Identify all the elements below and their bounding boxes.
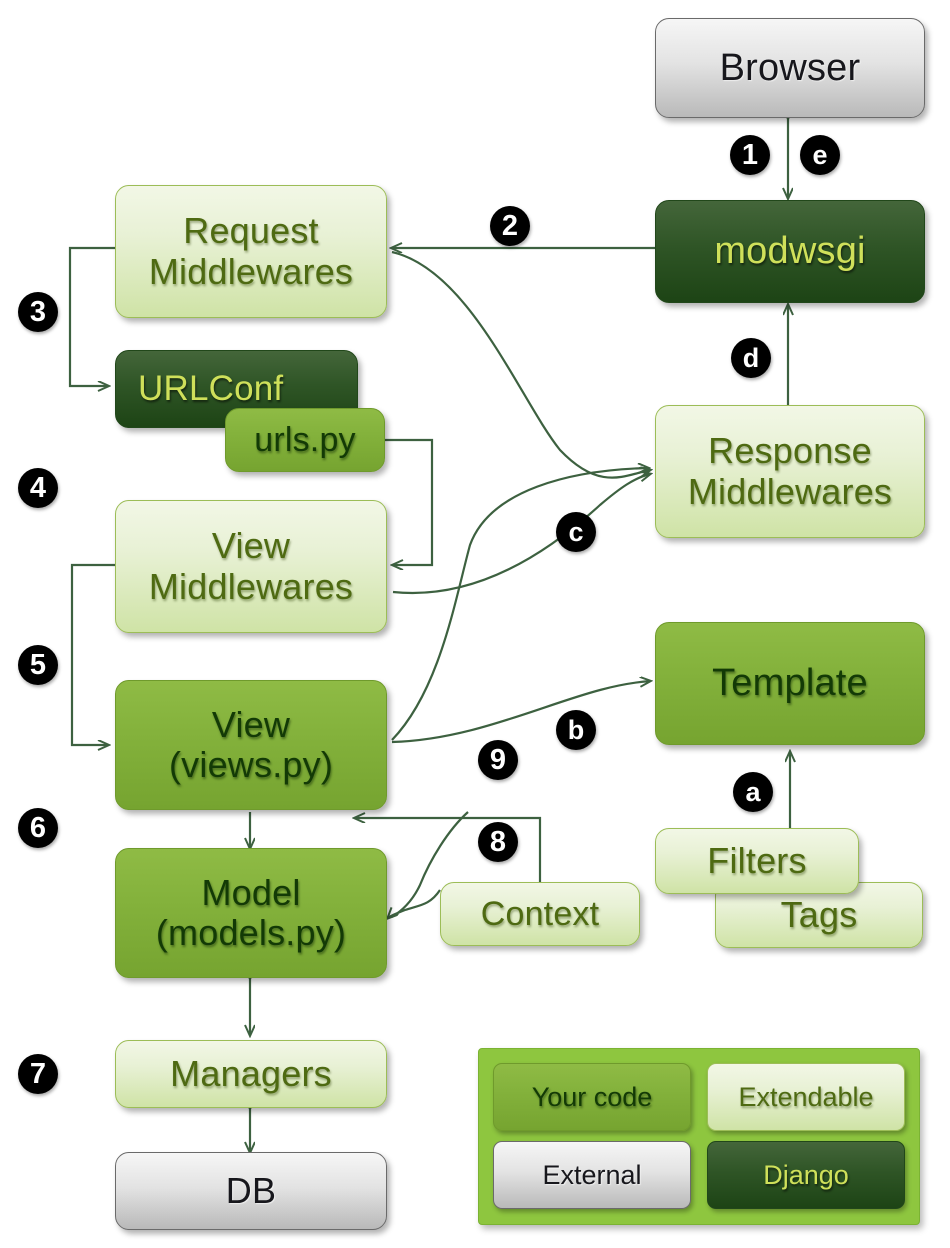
node-managers-label: Managers bbox=[170, 1052, 332, 1094]
connector-urlspy-view-middlewares bbox=[385, 438, 434, 565]
node-browser[interactable]: Browser bbox=[655, 18, 925, 118]
node-tags-label: Tags bbox=[780, 893, 858, 935]
legend-panel: Your code Extendable External Django bbox=[478, 1048, 920, 1225]
marker-9: 9 bbox=[478, 740, 518, 780]
connector-request-to-response-middlewares bbox=[391, 250, 650, 479]
node-modwsgi-label: modwsgi bbox=[714, 230, 866, 273]
node-response-middlewares-label-line2: Middlewares bbox=[687, 470, 893, 512]
marker-d-label: d bbox=[742, 342, 760, 373]
marker-b: b bbox=[556, 710, 596, 750]
node-template[interactable]: Template bbox=[655, 622, 925, 745]
node-db-label: DB bbox=[225, 1169, 277, 1211]
marker-a: a bbox=[733, 772, 773, 812]
marker-7-label: 7 bbox=[29, 1057, 47, 1090]
marker-1-label: 1 bbox=[741, 138, 759, 171]
legend-external[interactable]: External bbox=[493, 1141, 691, 1209]
connector-view-response-middlewares bbox=[391, 468, 648, 741]
legend-your-code[interactable]: Your code bbox=[493, 1063, 691, 1131]
node-model[interactable]: Model (models.py) bbox=[115, 848, 387, 978]
node-response-middlewares[interactable]: Response Middlewares bbox=[655, 405, 925, 538]
marker-2: 2 bbox=[490, 206, 530, 246]
node-view-middlewares[interactable]: View Middlewares bbox=[115, 500, 387, 633]
marker-b-label: b bbox=[567, 714, 585, 745]
node-managers[interactable]: Managers bbox=[115, 1040, 387, 1108]
marker-5-label: 5 bbox=[29, 648, 47, 681]
node-filters-label: Filters bbox=[707, 839, 807, 881]
connector-request-middlewares-urlconf bbox=[68, 246, 115, 386]
connector-context-view bbox=[355, 818, 542, 882]
legend-extendable[interactable]: Extendable bbox=[707, 1063, 905, 1131]
node-browser-label: Browser bbox=[719, 46, 861, 89]
marker-c-label: c bbox=[568, 516, 584, 547]
marker-a-label: a bbox=[745, 776, 761, 807]
node-view-label-line2: (views.py) bbox=[168, 744, 334, 785]
connector-context-model bbox=[388, 889, 441, 918]
node-response-middlewares-label-line1: Response bbox=[708, 430, 872, 472]
node-template-label: Template bbox=[712, 662, 868, 705]
connector-view-middlewares-view bbox=[70, 563, 115, 745]
marker-3-label: 3 bbox=[29, 295, 47, 328]
node-view-middlewares-label-line1: View bbox=[211, 525, 291, 567]
marker-7: 7 bbox=[18, 1054, 58, 1094]
node-urlconf-label: URLConf bbox=[138, 369, 284, 409]
legend-django-label: Django bbox=[763, 1159, 849, 1190]
connector-view-template bbox=[391, 681, 650, 744]
marker-e-label: e bbox=[812, 139, 828, 170]
marker-9-label: 9 bbox=[489, 743, 507, 776]
legend-your-code-label: Your code bbox=[531, 1081, 653, 1112]
legend-external-label: External bbox=[542, 1159, 642, 1190]
marker-8-label: 8 bbox=[489, 825, 507, 858]
legend-django[interactable]: Django bbox=[707, 1141, 905, 1209]
marker-6: 6 bbox=[18, 808, 58, 848]
marker-2-label: 2 bbox=[501, 209, 519, 242]
marker-c: c bbox=[556, 512, 596, 552]
marker-6-label: 6 bbox=[29, 811, 47, 844]
node-urls-py-label: urls.py bbox=[254, 420, 356, 459]
marker-1: 1 bbox=[730, 135, 770, 175]
node-model-label-line2: (models.py) bbox=[155, 912, 347, 953]
marker-4-label: 4 bbox=[29, 471, 47, 504]
node-modwsgi[interactable]: modwsgi bbox=[655, 200, 925, 303]
marker-e: e bbox=[800, 135, 840, 175]
marker-4: 4 bbox=[18, 468, 58, 508]
node-request-middlewares-label-line1: Request bbox=[183, 210, 319, 252]
marker-d: d bbox=[731, 338, 771, 378]
node-request-middlewares[interactable]: Request Middlewares bbox=[115, 185, 387, 318]
node-view-middlewares-label-line2: Middlewares bbox=[148, 565, 354, 607]
node-filters[interactable]: Filters bbox=[655, 828, 859, 894]
node-urls-py[interactable]: urls.py bbox=[225, 408, 385, 472]
connector-context-model-tail bbox=[391, 811, 469, 918]
node-db[interactable]: DB bbox=[115, 1152, 387, 1230]
node-request-middlewares-label-line2: Middlewares bbox=[148, 250, 354, 292]
node-view-label-line1: View bbox=[211, 703, 291, 745]
marker-3: 3 bbox=[18, 292, 58, 332]
marker-5: 5 bbox=[18, 645, 58, 685]
legend-extendable-label: Extendable bbox=[738, 1081, 874, 1112]
node-model-label-line1: Model bbox=[201, 871, 301, 913]
node-context-label: Context bbox=[480, 894, 600, 933]
node-context[interactable]: Context bbox=[440, 882, 640, 946]
node-view[interactable]: View (views.py) bbox=[115, 680, 387, 810]
marker-8: 8 bbox=[478, 822, 518, 862]
